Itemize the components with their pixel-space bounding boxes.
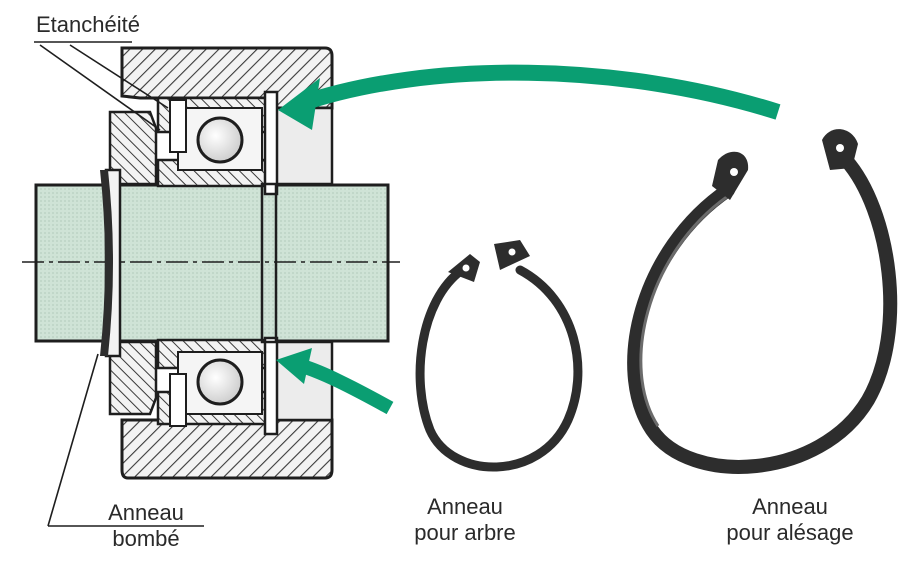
bore-ring-label-line1: Anneau [752, 494, 828, 519]
shaft-groove-ring [260, 182, 278, 344]
shaft [22, 183, 400, 343]
bore-circlip-section [260, 90, 279, 436]
domed-ring-pointer [47, 353, 99, 527]
bore-circlip-hole-right [836, 144, 844, 152]
bore-circlip-hole-left [730, 168, 738, 176]
green-arrows [276, 64, 781, 415]
bore-circlip-lug-left [712, 151, 749, 200]
housing-bottom [120, 418, 334, 480]
seal-lip-bottom [169, 373, 187, 427]
seal-cover-bottom [108, 340, 158, 416]
domed-ring-label-line2: bombé [112, 526, 180, 551]
sealing-pointer-1 [39, 44, 161, 131]
arrow-to-bore-circlip [297, 64, 781, 120]
arrowhead-bore [278, 78, 320, 130]
shaft-ring-label-line2: pour arbre [414, 520, 516, 545]
arrowhead-shaft [276, 348, 312, 384]
seal-lip-top [169, 99, 187, 153]
arrow-to-shaft-circlip [299, 359, 394, 415]
bearing-bottom [156, 338, 272, 427]
shaft-ring-label: Anneau pour arbre [390, 494, 540, 546]
bore-ring-label-line2: pour alésage [726, 520, 854, 545]
bearing-ball-top [196, 116, 244, 164]
shaft-body [34, 183, 390, 343]
sealing-label: Etanchéité [36, 12, 140, 37]
shaft-circlip-hole-left [462, 264, 470, 272]
domed-ring-section [100, 170, 113, 356]
shaft-circlip-hole-right [508, 248, 516, 256]
domed-ring-label: Anneau bombé [86, 500, 206, 552]
sealing-pointer-2 [69, 44, 169, 109]
shaft-circlip-ring [415, 265, 583, 472]
bore-circlip-ring-shade [639, 194, 729, 427]
domed-ring-label-line1: Anneau [108, 500, 184, 525]
bearing-ball-bottom [196, 358, 244, 406]
shaft-ring-label-line1: Anneau [427, 494, 503, 519]
leader-lines [34, 41, 204, 527]
bore-circlip-illustration [627, 129, 898, 474]
bore-circlip-top [263, 90, 279, 196]
bearing-top [156, 96, 272, 188]
bore-circlip-ring [627, 153, 898, 474]
bore-ring-label: Anneau pour alésage [690, 494, 890, 546]
shaft-circlip-illustration [415, 240, 583, 472]
bore-circlip-bottom [263, 336, 279, 436]
